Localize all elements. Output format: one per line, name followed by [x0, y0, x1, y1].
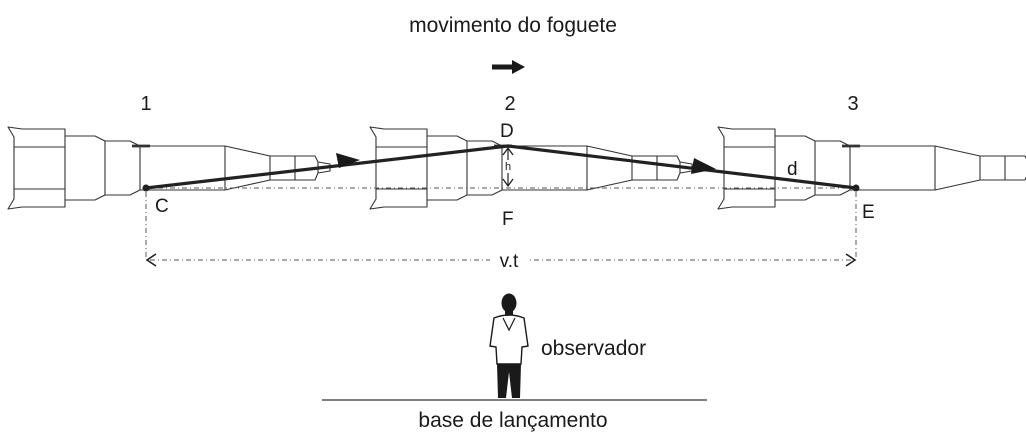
light-arrow-2-icon: [691, 158, 716, 174]
vt-dimension: [145, 192, 857, 270]
position-label-1: 1: [140, 93, 151, 115]
observer-label: observador: [541, 337, 646, 360]
height-label: h: [505, 161, 511, 173]
ground-label: base de lançamento: [418, 409, 607, 432]
point-label-e: E: [862, 202, 875, 223]
observer-figure: [489, 293, 529, 398]
distance-label-vt: v.t: [500, 251, 519, 272]
point-label-c: C: [155, 196, 169, 217]
point-label-f: F: [502, 209, 514, 230]
rocket-position-3: [716, 125, 1026, 211]
rocket-position-2: [368, 125, 694, 211]
light-arrow-1-icon: [336, 153, 360, 168]
rocket-position-1: [6, 125, 332, 211]
motion-arrow-icon: [492, 60, 525, 74]
light-path: [142, 144, 860, 192]
height-marker: [502, 146, 514, 188]
diagram-title: movimento do foguete: [409, 14, 617, 37]
distance-label-d: d: [787, 159, 798, 180]
position-label-3: 3: [847, 93, 858, 115]
point-label-d: D: [500, 121, 514, 142]
position-label-2: 2: [504, 93, 515, 115]
